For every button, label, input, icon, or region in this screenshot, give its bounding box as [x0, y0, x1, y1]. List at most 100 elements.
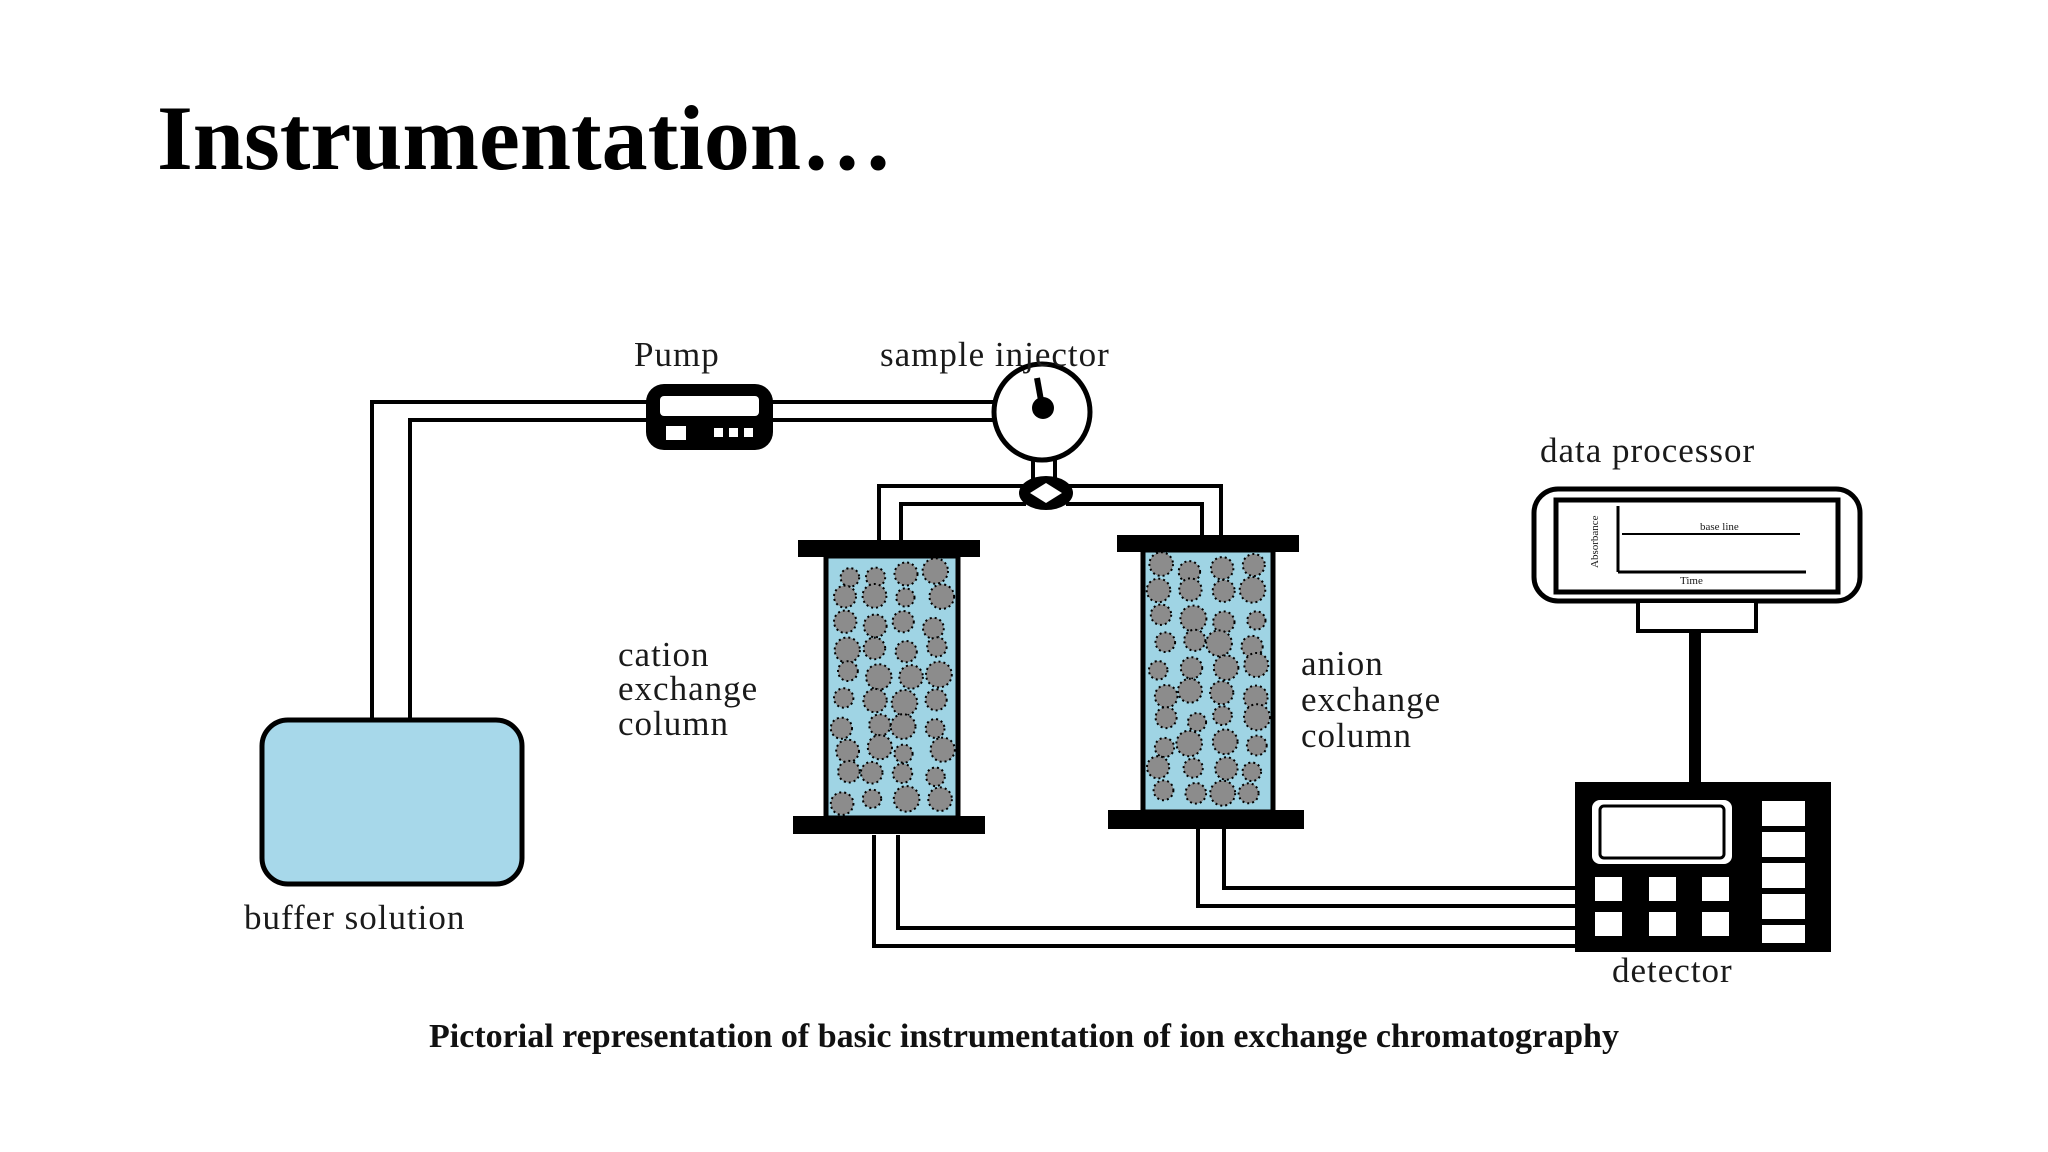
resin-bead: [833, 609, 858, 634]
resin-bead: [865, 566, 887, 588]
tubing-columns-to-detector: [872, 828, 1578, 948]
resin-bead: [922, 616, 945, 640]
cation-column-label-line-1: cation: [618, 635, 710, 674]
resin-bead: [866, 734, 894, 761]
resin-bead: [1153, 684, 1179, 709]
resin-bead: [829, 716, 854, 740]
resin-bead: [893, 743, 914, 764]
resin-bead: [929, 736, 956, 763]
resin-bead: [926, 636, 948, 658]
anion-resin-beads: [1145, 551, 1271, 807]
resin-bead: [1148, 551, 1174, 577]
processor-y-axis-label: Absorbance: [1589, 515, 1601, 568]
buffer-reservoir: [259, 717, 525, 887]
resin-bead: [1147, 660, 1169, 681]
resin-bead: [1179, 604, 1208, 633]
resin-bead: [1209, 680, 1235, 706]
pump-label: Pump: [634, 335, 720, 374]
cation-column-label-line-2: exchange: [618, 669, 758, 708]
resin-bead: [1212, 705, 1233, 726]
tubing-splitter-to-columns: [877, 484, 1223, 542]
resin-bead: [837, 759, 861, 784]
resin-bead: [835, 738, 860, 764]
resin-bead: [1184, 782, 1208, 805]
resin-bead: [891, 610, 915, 634]
resin-bead: [1243, 703, 1271, 732]
resin-bead: [928, 583, 956, 610]
resin-bead: [894, 640, 918, 664]
resin-bead: [1145, 577, 1172, 604]
resin-bead: [1210, 556, 1235, 581]
resin-bead: [1243, 652, 1270, 678]
resin-bead: [925, 766, 946, 788]
resin-bead: [833, 584, 857, 609]
resin-bead: [889, 713, 917, 740]
resin-bead: [925, 660, 953, 689]
resin-bead: [1153, 736, 1176, 759]
anion-column-label-line-1: anion: [1301, 644, 1384, 683]
cation-column-label-line-3: column: [618, 704, 729, 743]
resin-bead: [1241, 761, 1263, 783]
resin-bead: [898, 664, 924, 690]
detector-label: detector: [1612, 951, 1733, 990]
resin-bead: [1238, 576, 1267, 604]
anion-column-label-line-3: column: [1301, 716, 1412, 755]
resin-bead: [893, 561, 919, 587]
resin-bead: [859, 760, 884, 785]
resin-bead: [1245, 734, 1268, 757]
tubing-pump-to-injector: [772, 400, 1000, 422]
resin-bead: [865, 663, 893, 691]
resin-bead: [891, 762, 914, 784]
pump: [646, 384, 773, 450]
resin-bead: [1186, 712, 1208, 733]
processor-base-line-label: base line: [1700, 521, 1739, 533]
resin-bead: [837, 660, 859, 682]
resin-bead: [1154, 631, 1177, 654]
resin-bead: [924, 688, 948, 712]
resin-bead: [1152, 779, 1175, 802]
detector: [1575, 782, 1831, 952]
resin-bead: [924, 718, 946, 739]
resin-bead: [862, 636, 887, 661]
resin-bead: [1179, 656, 1204, 680]
resin-bead: [1182, 757, 1204, 779]
resin-bead: [1149, 603, 1173, 626]
resin-bead: [895, 587, 916, 608]
resin-bead: [890, 689, 919, 717]
cation-resin-beads: [829, 557, 956, 816]
sample-injector-label: sample injector: [880, 335, 1110, 374]
slide-title: Instrumentation…: [157, 87, 894, 189]
resin-bead: [1183, 628, 1207, 652]
tubing-buffer-to-pump: [370, 400, 648, 722]
buffer-solution-label: buffer solution: [244, 898, 465, 937]
sample-injector: [991, 361, 1093, 463]
resin-bead: [833, 687, 855, 709]
resin-bead: [892, 785, 921, 813]
resin-bead: [1211, 578, 1236, 603]
resin-bead: [868, 713, 892, 737]
resin-bead: [1246, 610, 1267, 631]
resin-bead: [861, 583, 888, 609]
data-processor-label: data processor: [1540, 431, 1755, 470]
resin-bead: [862, 687, 888, 714]
resin-bead: [1241, 553, 1266, 577]
cation-exchange-column: [793, 540, 985, 834]
resin-bead: [839, 567, 861, 588]
resin-bead: [921, 557, 949, 585]
resin-bead: [1177, 677, 1203, 704]
resin-bead: [1205, 629, 1233, 658]
resin-bead: [1212, 610, 1236, 634]
anion-column-label-line-2: exchange: [1301, 680, 1441, 719]
resin-bead: [1178, 577, 1203, 602]
resin-bead: [1237, 782, 1260, 805]
resin-bead: [1209, 779, 1237, 807]
resin-bead: [862, 613, 888, 639]
figure-caption: Pictorial representation of basic instru…: [429, 1018, 1619, 1055]
resin-bead: [1211, 728, 1239, 756]
resin-bead: [861, 788, 883, 809]
anion-exchange-column: [1108, 535, 1304, 829]
resin-bead: [927, 786, 953, 813]
data-processor: Absorbance base line Time: [1531, 486, 1863, 633]
resin-bead: [833, 636, 861, 664]
